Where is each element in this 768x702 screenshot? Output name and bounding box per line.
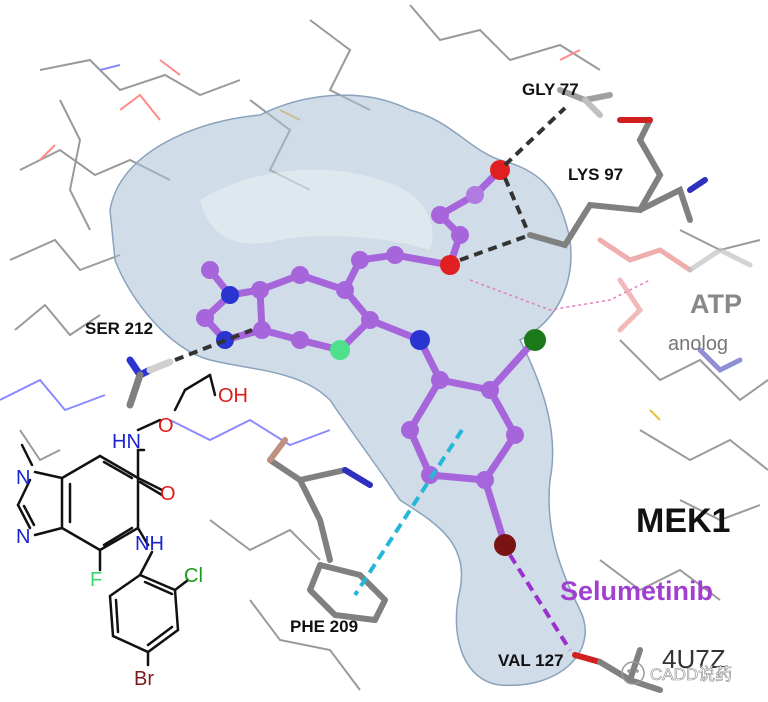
- label-phe209: PHE 209: [290, 617, 358, 636]
- ether-o-label: O: [158, 415, 174, 437]
- gly77-sticks: [557, 87, 613, 118]
- halogen-bond: [508, 553, 572, 652]
- label-ser212: SER 212: [85, 319, 153, 338]
- wechat-icon: [621, 661, 645, 685]
- oh-label: OH: [218, 385, 248, 407]
- n-ring-label: N: [16, 526, 30, 548]
- n-methyl-label: N: [16, 467, 30, 489]
- hydrogen-bonds: [174, 106, 567, 362]
- lys97-sticks: [527, 117, 708, 249]
- pdb-code: 4U7Z: [662, 644, 726, 674]
- val127-sticks: [572, 647, 663, 693]
- atp-label: ATP: [690, 289, 742, 319]
- ser212-sticks: [126, 356, 174, 409]
- label-val127: VAL 127: [498, 651, 564, 670]
- watermark-text: CADD说药: [650, 665, 732, 684]
- amine-nh-label: NH: [135, 533, 164, 555]
- label-gly77: GLY 77: [522, 80, 579, 99]
- binding-pocket-surface: [109, 94, 586, 687]
- watermark: CADD说药: [621, 661, 732, 685]
- atp-analog-model: [597, 237, 753, 374]
- pi-stacking: [353, 428, 464, 597]
- benzene-core: [60, 454, 140, 552]
- aryl-ring: [108, 573, 180, 654]
- structure-2d-labels: OH O HN O N N NH F Cl Br: [16, 385, 248, 690]
- fluorine-label: F: [90, 569, 102, 591]
- atp-sublabel: anolog: [668, 333, 728, 355]
- phe209-sticks: [267, 437, 388, 623]
- bromine-label: Br: [134, 668, 154, 690]
- label-lys97: LYS 97: [568, 165, 623, 184]
- chlorine-label: Cl: [184, 565, 203, 587]
- amide-nh-label: HN: [112, 431, 141, 453]
- carbonyl-o-label: O: [160, 483, 176, 505]
- protein-name: MEK1: [636, 502, 730, 540]
- ligand-name: Selumetinib: [560, 576, 713, 606]
- structure-2d: [16, 373, 217, 667]
- atp-contact: [469, 279, 651, 311]
- pocket-shading: [200, 169, 433, 250]
- ligand-atoms: [196, 160, 546, 556]
